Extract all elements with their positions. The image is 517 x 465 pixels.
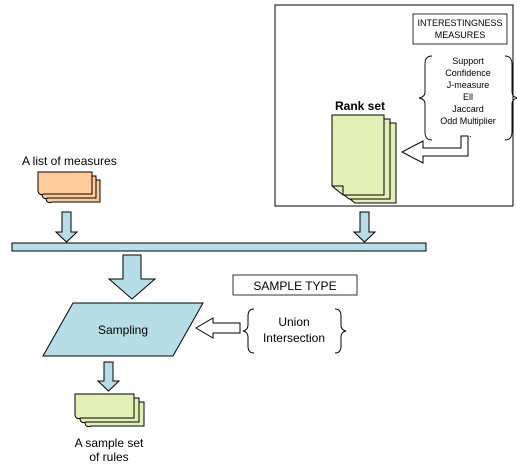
measure-item: Ell: [463, 92, 473, 102]
sample-type-title: SAMPLE TYPE: [253, 279, 336, 293]
measure-item: Jaccard: [452, 104, 484, 114]
sampling-process-shape: [42, 302, 204, 357]
measures-right-brace: [504, 55, 517, 141]
rank-set-document-stack: [331, 114, 397, 204]
measures-doc-front: [37, 171, 93, 196]
sample-set-document-stack: [74, 393, 145, 428]
rankset-down-arrow: [352, 211, 377, 243]
sample-type-option-union: Union: [278, 315, 309, 329]
measures-to-rankset-arrow: [400, 135, 469, 164]
sample-output-label-line2: of rules: [89, 450, 128, 464]
measure-item: Confidence: [445, 68, 491, 78]
rank-set-doc-front: [331, 114, 385, 196]
sample-type-left-brace: [242, 308, 255, 354]
sample-type-option-intersection: Intersection: [263, 331, 325, 345]
sampletype-to-sampling-arrow: [195, 317, 241, 339]
measures-list-label: A list of measures: [22, 154, 117, 168]
measures-list-document-stack: [37, 171, 101, 204]
sample-doc-front: [74, 393, 135, 420]
rank-set-label: Rank set: [335, 99, 385, 113]
interestingness-title-box: [412, 13, 508, 45]
rank-set-doc-fold: [332, 185, 344, 195]
sample-type-right-brace: [334, 308, 347, 354]
measure-item: Support: [452, 56, 484, 66]
measure-item: Odd Multiplier: [440, 116, 496, 126]
merge-to-sampling-arrow: [107, 254, 157, 300]
sample-type-title-box: [232, 274, 358, 296]
measures-left-brace: [418, 55, 433, 141]
interestingness-title-line1: INTERESTINGNESS: [417, 18, 502, 28]
measure-item: ...: [464, 129, 472, 139]
measures-down-arrow: [54, 211, 79, 243]
sampling-to-output-arrow: [96, 361, 121, 392]
measure-item: J-measure: [447, 80, 490, 90]
merge-bar: [11, 242, 427, 252]
sample-output-label-line1: A sample set: [75, 436, 144, 450]
interestingness-title-line2: MEASURES: [435, 30, 486, 40]
sampling-label: Sampling: [98, 323, 148, 337]
